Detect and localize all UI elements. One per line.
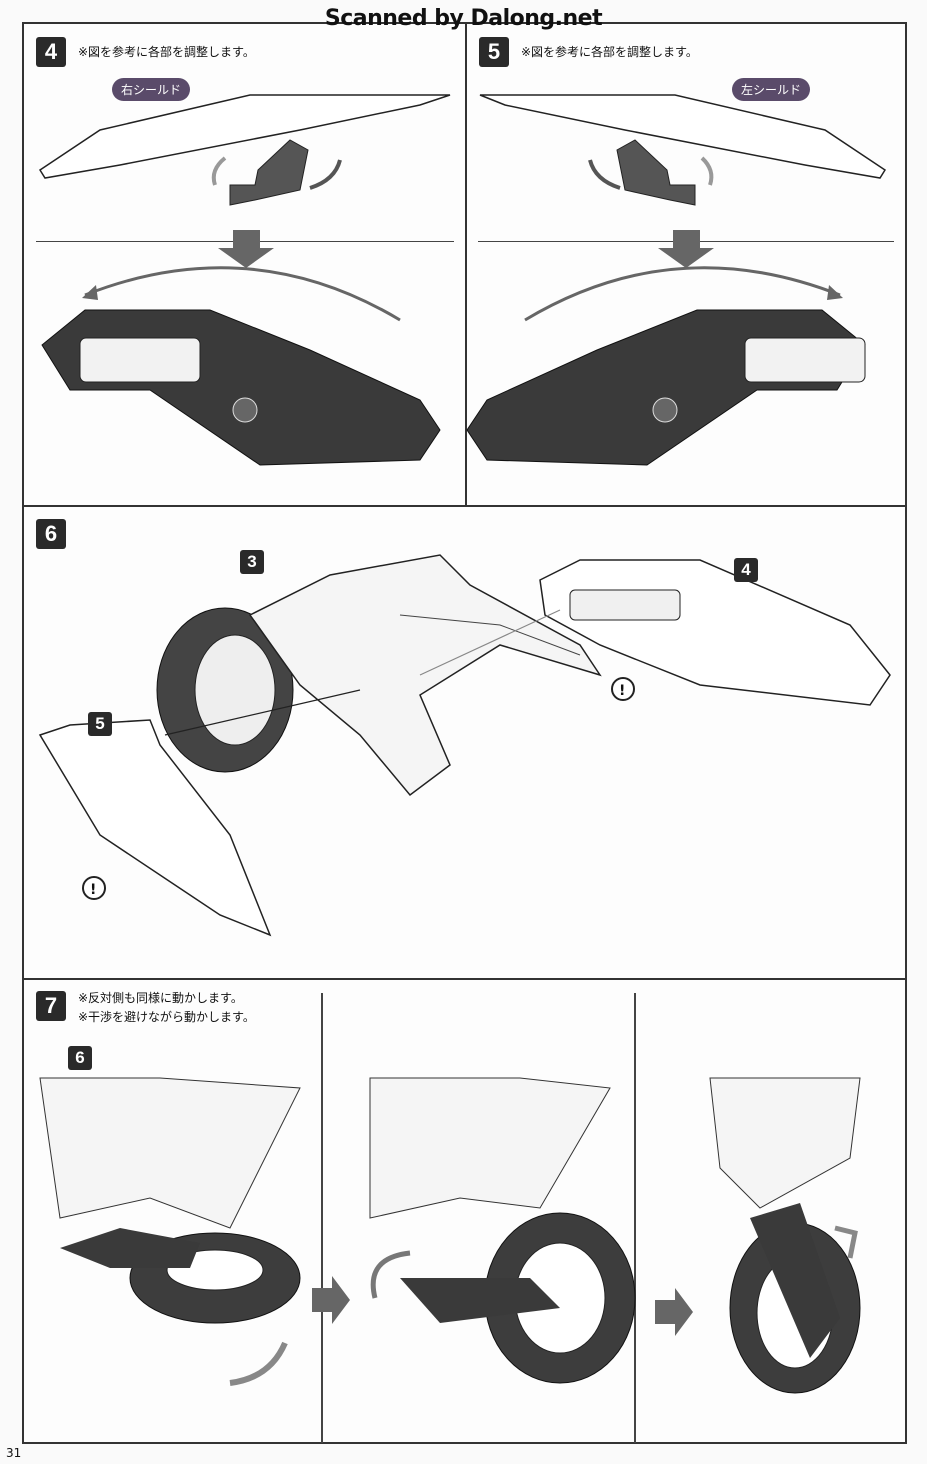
bike-body	[248, 554, 602, 797]
step-4-note: ※図を参考に各部を調整します。	[78, 45, 255, 59]
step-7-illustration	[39, 1077, 861, 1394]
callout-3: 3	[240, 550, 264, 574]
right-arrow-icon	[312, 1276, 350, 1324]
step-7-number: 7	[36, 991, 66, 1021]
rotate-arrow-icon	[370, 1250, 411, 1299]
down-arrow-icon	[658, 230, 714, 268]
page-number: 31	[6, 1446, 22, 1460]
right-shield-label: 右シールド	[112, 78, 191, 101]
rotate-arrow-icon	[834, 1225, 858, 1259]
bike-body	[39, 1077, 301, 1229]
step-5-number: 5	[479, 37, 509, 67]
step-5-note: ※図を参考に各部を調整します。	[521, 45, 698, 59]
arm-part	[750, 1203, 840, 1358]
caution-mark: !	[90, 882, 96, 898]
rotate-arrow-icon	[309, 159, 342, 190]
caution-icon	[82, 876, 106, 900]
peg-hole	[652, 397, 678, 423]
curve-arrow-icon	[524, 266, 841, 322]
step-7-note-2: ※干渉を避けながら動かします。	[78, 1010, 255, 1024]
right-arrow-icon	[655, 1288, 693, 1336]
watermark: Scanned by Dalong.net	[324, 6, 603, 31]
shield-dark	[41, 309, 441, 466]
mount-part	[744, 337, 866, 383]
rotate-arrow-icon	[588, 159, 621, 190]
shield-top-view	[479, 94, 887, 179]
guide-line	[164, 689, 361, 736]
callout-4: 4	[734, 558, 758, 582]
guide-line	[419, 609, 561, 676]
bike-body-line	[399, 614, 581, 656]
callout-5: 5	[88, 712, 112, 736]
step-6-illustration: ! !	[38, 554, 891, 937]
mount-part	[569, 589, 681, 621]
caution-icon	[611, 677, 635, 701]
caution-mark: !	[619, 683, 625, 699]
shield-dark	[466, 309, 866, 466]
divider	[321, 993, 323, 1443]
bike-body	[369, 1077, 611, 1219]
step-6-number: 6	[36, 519, 66, 549]
shield-top-view	[38, 94, 451, 179]
down-arrow-icon	[218, 230, 274, 268]
rotate-arrow-icon	[211, 156, 227, 186]
hinge-part	[229, 139, 309, 206]
wheel-hub	[194, 634, 276, 746]
curve-arrow-icon	[84, 266, 401, 322]
rotate-arrow-icon	[229, 1341, 288, 1386]
arm-part	[400, 1278, 560, 1323]
callout-6: 6	[68, 1046, 92, 1070]
step-5-illustration	[466, 94, 887, 466]
hinge-part	[616, 139, 696, 206]
step-4-number: 4	[36, 37, 66, 67]
bike-body	[709, 1077, 861, 1209]
mount-part	[79, 337, 201, 383]
divider	[634, 993, 636, 1443]
curve-arrow-head-icon	[82, 285, 98, 300]
peg-hole	[232, 397, 258, 423]
step-4-illustration	[38, 94, 451, 466]
curve-arrow-head-icon	[827, 285, 843, 300]
rotate-arrow-icon	[700, 156, 714, 186]
shield-4	[539, 559, 891, 706]
left-shield-label: 左シールド	[732, 78, 811, 101]
step-7-note-1: ※反対側も同様に動かします。	[78, 991, 243, 1005]
arm-part	[60, 1228, 200, 1268]
